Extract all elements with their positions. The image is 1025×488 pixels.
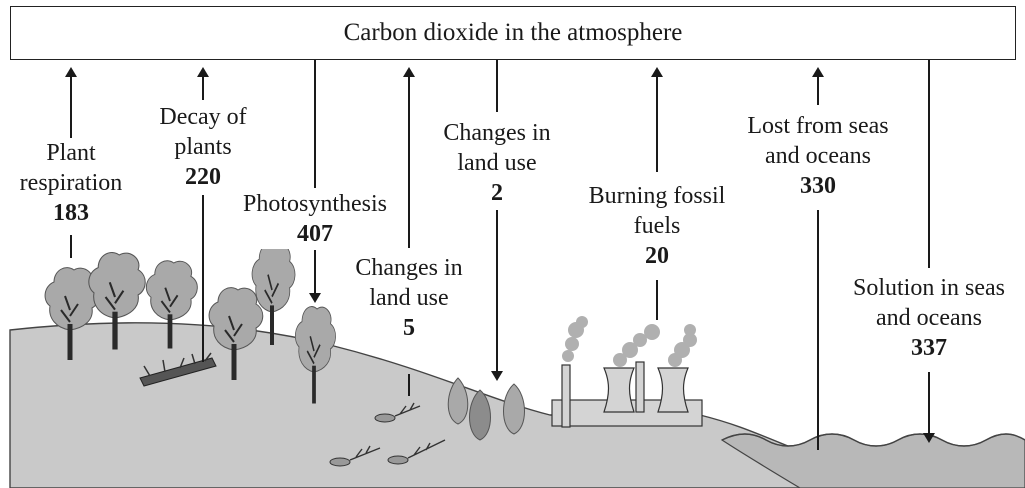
flow-label-line: Solution in seas	[852, 275, 1005, 301]
changes-in-land-use-5-label: Changes in land use 5	[340, 253, 478, 343]
tree-stump-icon	[374, 402, 421, 423]
changes-in-land-use-2-label: Changes in land use 2	[428, 118, 566, 208]
flow-label-line: Burning fossil	[588, 183, 726, 209]
flow-value: 407	[297, 221, 333, 247]
flow-value: 20	[645, 243, 669, 269]
tree-stump-icon	[329, 445, 381, 467]
flow-label-line: Lost from seas	[747, 113, 889, 139]
fallen-log-icon	[139, 352, 217, 387]
deciduous-tree-icon	[250, 242, 297, 347]
flow-label-line: plants	[174, 134, 232, 160]
flow-label-line: land use	[369, 285, 449, 311]
lost-from-seas-label: Lost from seas and oceans 330	[730, 111, 906, 201]
plant-respiration-label: Plant respiration 183	[6, 138, 136, 228]
smoke-icon	[668, 324, 697, 367]
flow-value: 330	[800, 173, 836, 199]
wave-icon	[721, 433, 1025, 447]
decay-of-plants-label: Decay of plants 220	[143, 102, 263, 192]
conifer-icon	[503, 383, 525, 435]
atmosphere-box: Carbon dioxide in the atmosphere	[10, 6, 1016, 60]
flow-label-line: and oceans	[765, 143, 871, 169]
conifer-icon	[447, 377, 469, 425]
flow-label-line: respiration	[19, 170, 123, 196]
flow-label-line: Plant	[46, 140, 96, 166]
photosynthesis-label: Photosynthesis 407	[228, 189, 402, 249]
flow-value: 220	[185, 164, 221, 190]
flow-value: 183	[53, 200, 89, 226]
flow-label-line: Changes in	[355, 255, 463, 281]
flow-label-line: fuels	[633, 213, 681, 239]
burning-fossil-fuels-label: Burning fossil fuels 20	[572, 181, 742, 271]
tree-stump-icon	[387, 439, 446, 465]
flow-value: 5	[403, 315, 415, 341]
flow-label-line: land use	[457, 150, 537, 176]
atmosphere-title: Carbon dioxide in the atmosphere	[343, 19, 683, 46]
solution-in-seas-label: Solution in seas and oceans 337	[836, 273, 1022, 363]
flow-label-line: and oceans	[876, 305, 982, 331]
smoke-icon	[613, 324, 660, 367]
flow-value: 337	[911, 335, 947, 361]
flow-label-line: Decay of	[159, 104, 247, 130]
land-area	[9, 322, 862, 488]
flow-label-line: Photosynthesis	[242, 191, 388, 217]
smoke-icon	[562, 316, 588, 362]
flow-label-line: Changes in	[443, 120, 551, 146]
power-station-icon	[551, 361, 703, 428]
conifer-icon	[469, 389, 491, 441]
flow-value: 2	[491, 180, 503, 206]
